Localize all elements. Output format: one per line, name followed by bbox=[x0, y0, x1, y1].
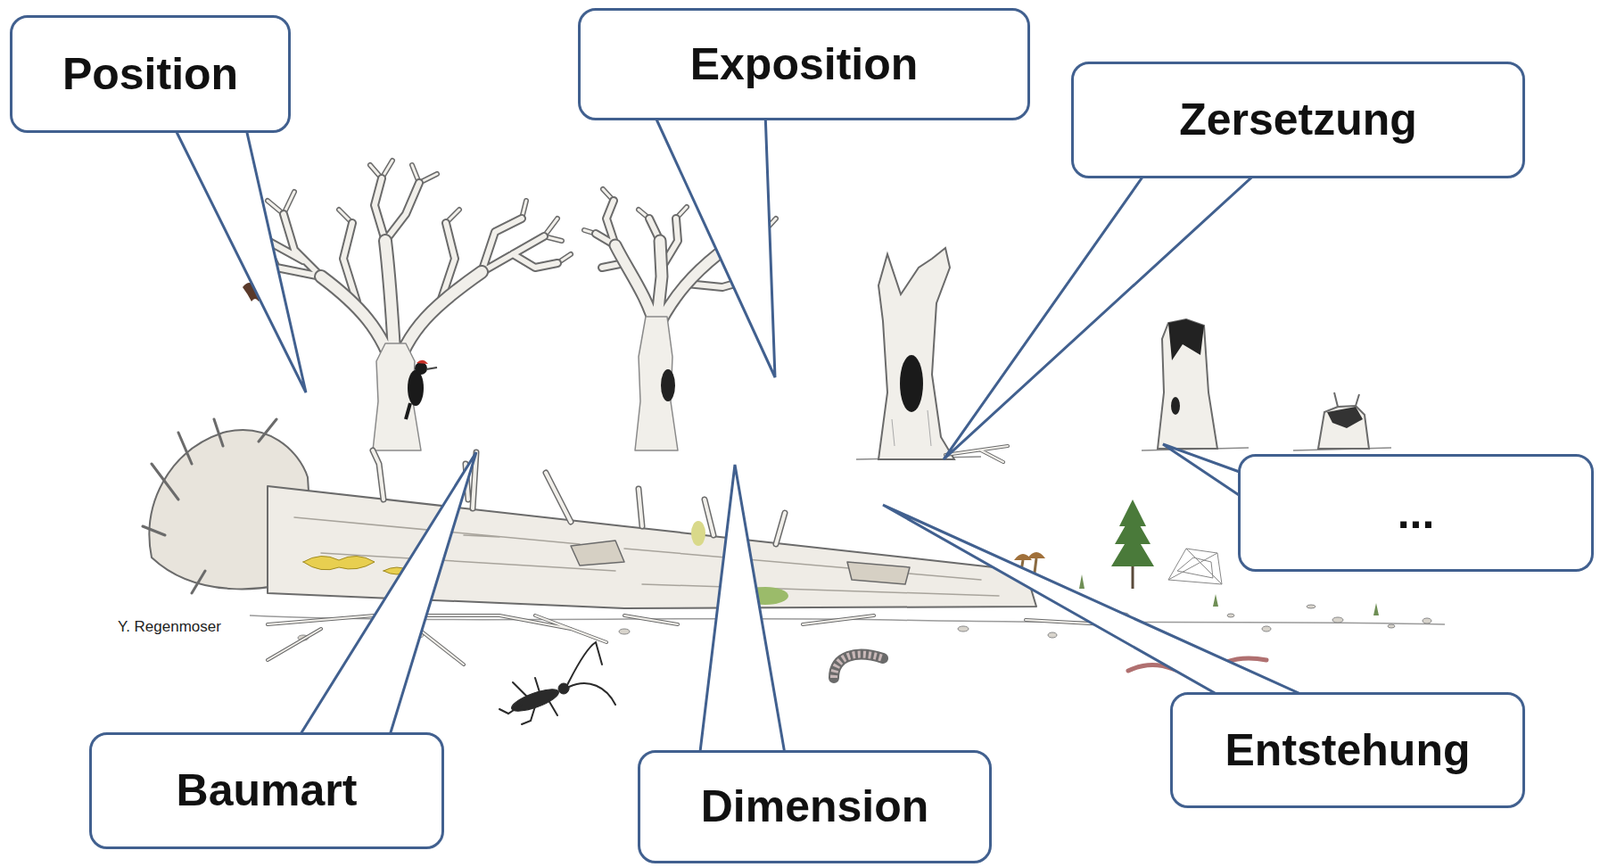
woodpecker bbox=[414, 362, 428, 375]
millipede bbox=[833, 654, 883, 678]
stump bbox=[1318, 392, 1370, 449]
longhorn-beetle bbox=[499, 642, 616, 725]
snag bbox=[878, 247, 955, 460]
callout-text: Position bbox=[62, 49, 239, 99]
earthworm bbox=[1226, 658, 1267, 662]
broken-stump bbox=[1157, 319, 1218, 449]
callout-tail bbox=[652, 111, 776, 378]
lying-log bbox=[142, 419, 277, 594]
ground bbox=[1332, 617, 1344, 623]
ground bbox=[1422, 618, 1432, 624]
millipede bbox=[833, 654, 883, 678]
broken-stump bbox=[1157, 319, 1218, 449]
callout-box: ... bbox=[1237, 453, 1594, 572]
woodpecker bbox=[426, 367, 438, 370]
longhorn-beetle bbox=[567, 642, 616, 705]
callout-text: Zersetzung bbox=[1179, 95, 1418, 145]
ground bbox=[1261, 626, 1271, 632]
ground bbox=[1306, 604, 1316, 609]
callout-text: Baumart bbox=[176, 766, 358, 816]
longhorn-beetle bbox=[499, 677, 558, 725]
mushrooms bbox=[1027, 552, 1046, 559]
callout-tail bbox=[1162, 444, 1247, 501]
callout-tail bbox=[173, 124, 306, 393]
callout-text: Entstehung bbox=[1225, 725, 1471, 776]
callout-box: Zersetzung bbox=[1071, 61, 1526, 179]
dead-tree bbox=[660, 369, 676, 402]
longhorn-beetle bbox=[509, 684, 561, 716]
dead-tree bbox=[245, 160, 571, 451]
callout-tail bbox=[943, 169, 1261, 460]
callout-box: Entstehung bbox=[1170, 692, 1526, 809]
ground bbox=[1373, 602, 1379, 616]
woodpecker bbox=[405, 360, 438, 420]
woodpecker bbox=[416, 360, 429, 364]
spider-web bbox=[1168, 548, 1222, 585]
broken-stump bbox=[1171, 396, 1180, 415]
callout-tail bbox=[173, 111, 1317, 759]
callout-text: Dimension bbox=[701, 782, 930, 832]
snag bbox=[899, 354, 924, 413]
ground bbox=[1079, 574, 1085, 589]
stump bbox=[1327, 406, 1363, 429]
ground bbox=[1212, 593, 1219, 607]
stump bbox=[1318, 405, 1370, 449]
callout-tail bbox=[296, 452, 477, 742]
young-fir bbox=[1111, 499, 1155, 589]
ground bbox=[1047, 632, 1057, 638]
lying-log bbox=[303, 555, 375, 570]
stump bbox=[1334, 392, 1360, 407]
callout-box: Exposition bbox=[577, 8, 1031, 121]
callout-text: Exposition bbox=[690, 40, 919, 90]
credit-label: Y. Regenmoser bbox=[115, 618, 223, 636]
snag bbox=[891, 410, 932, 446]
callout-box: Position bbox=[9, 15, 291, 133]
dead-tree bbox=[258, 178, 558, 302]
broken-stump bbox=[1168, 319, 1205, 361]
snag bbox=[878, 247, 955, 460]
lying-log bbox=[847, 561, 910, 585]
ground bbox=[297, 604, 1432, 641]
callout-box: Dimension bbox=[637, 750, 992, 864]
lying-log bbox=[570, 540, 625, 566]
woodpecker bbox=[405, 403, 411, 420]
young-fir bbox=[1111, 499, 1155, 567]
lying-log bbox=[267, 486, 1037, 609]
ground bbox=[957, 626, 969, 632]
ground bbox=[618, 628, 630, 635]
callout-text: ... bbox=[1397, 488, 1436, 538]
dead-tree bbox=[635, 316, 678, 451]
ground bbox=[1387, 624, 1395, 628]
callout-tail bbox=[699, 464, 786, 759]
ground bbox=[1227, 613, 1235, 618]
lying-log bbox=[691, 520, 706, 546]
millipede bbox=[833, 654, 883, 678]
dead-tree bbox=[258, 178, 558, 302]
callout-box: Baumart bbox=[89, 732, 445, 850]
spider-web bbox=[1168, 548, 1222, 585]
woodpecker bbox=[407, 370, 424, 406]
